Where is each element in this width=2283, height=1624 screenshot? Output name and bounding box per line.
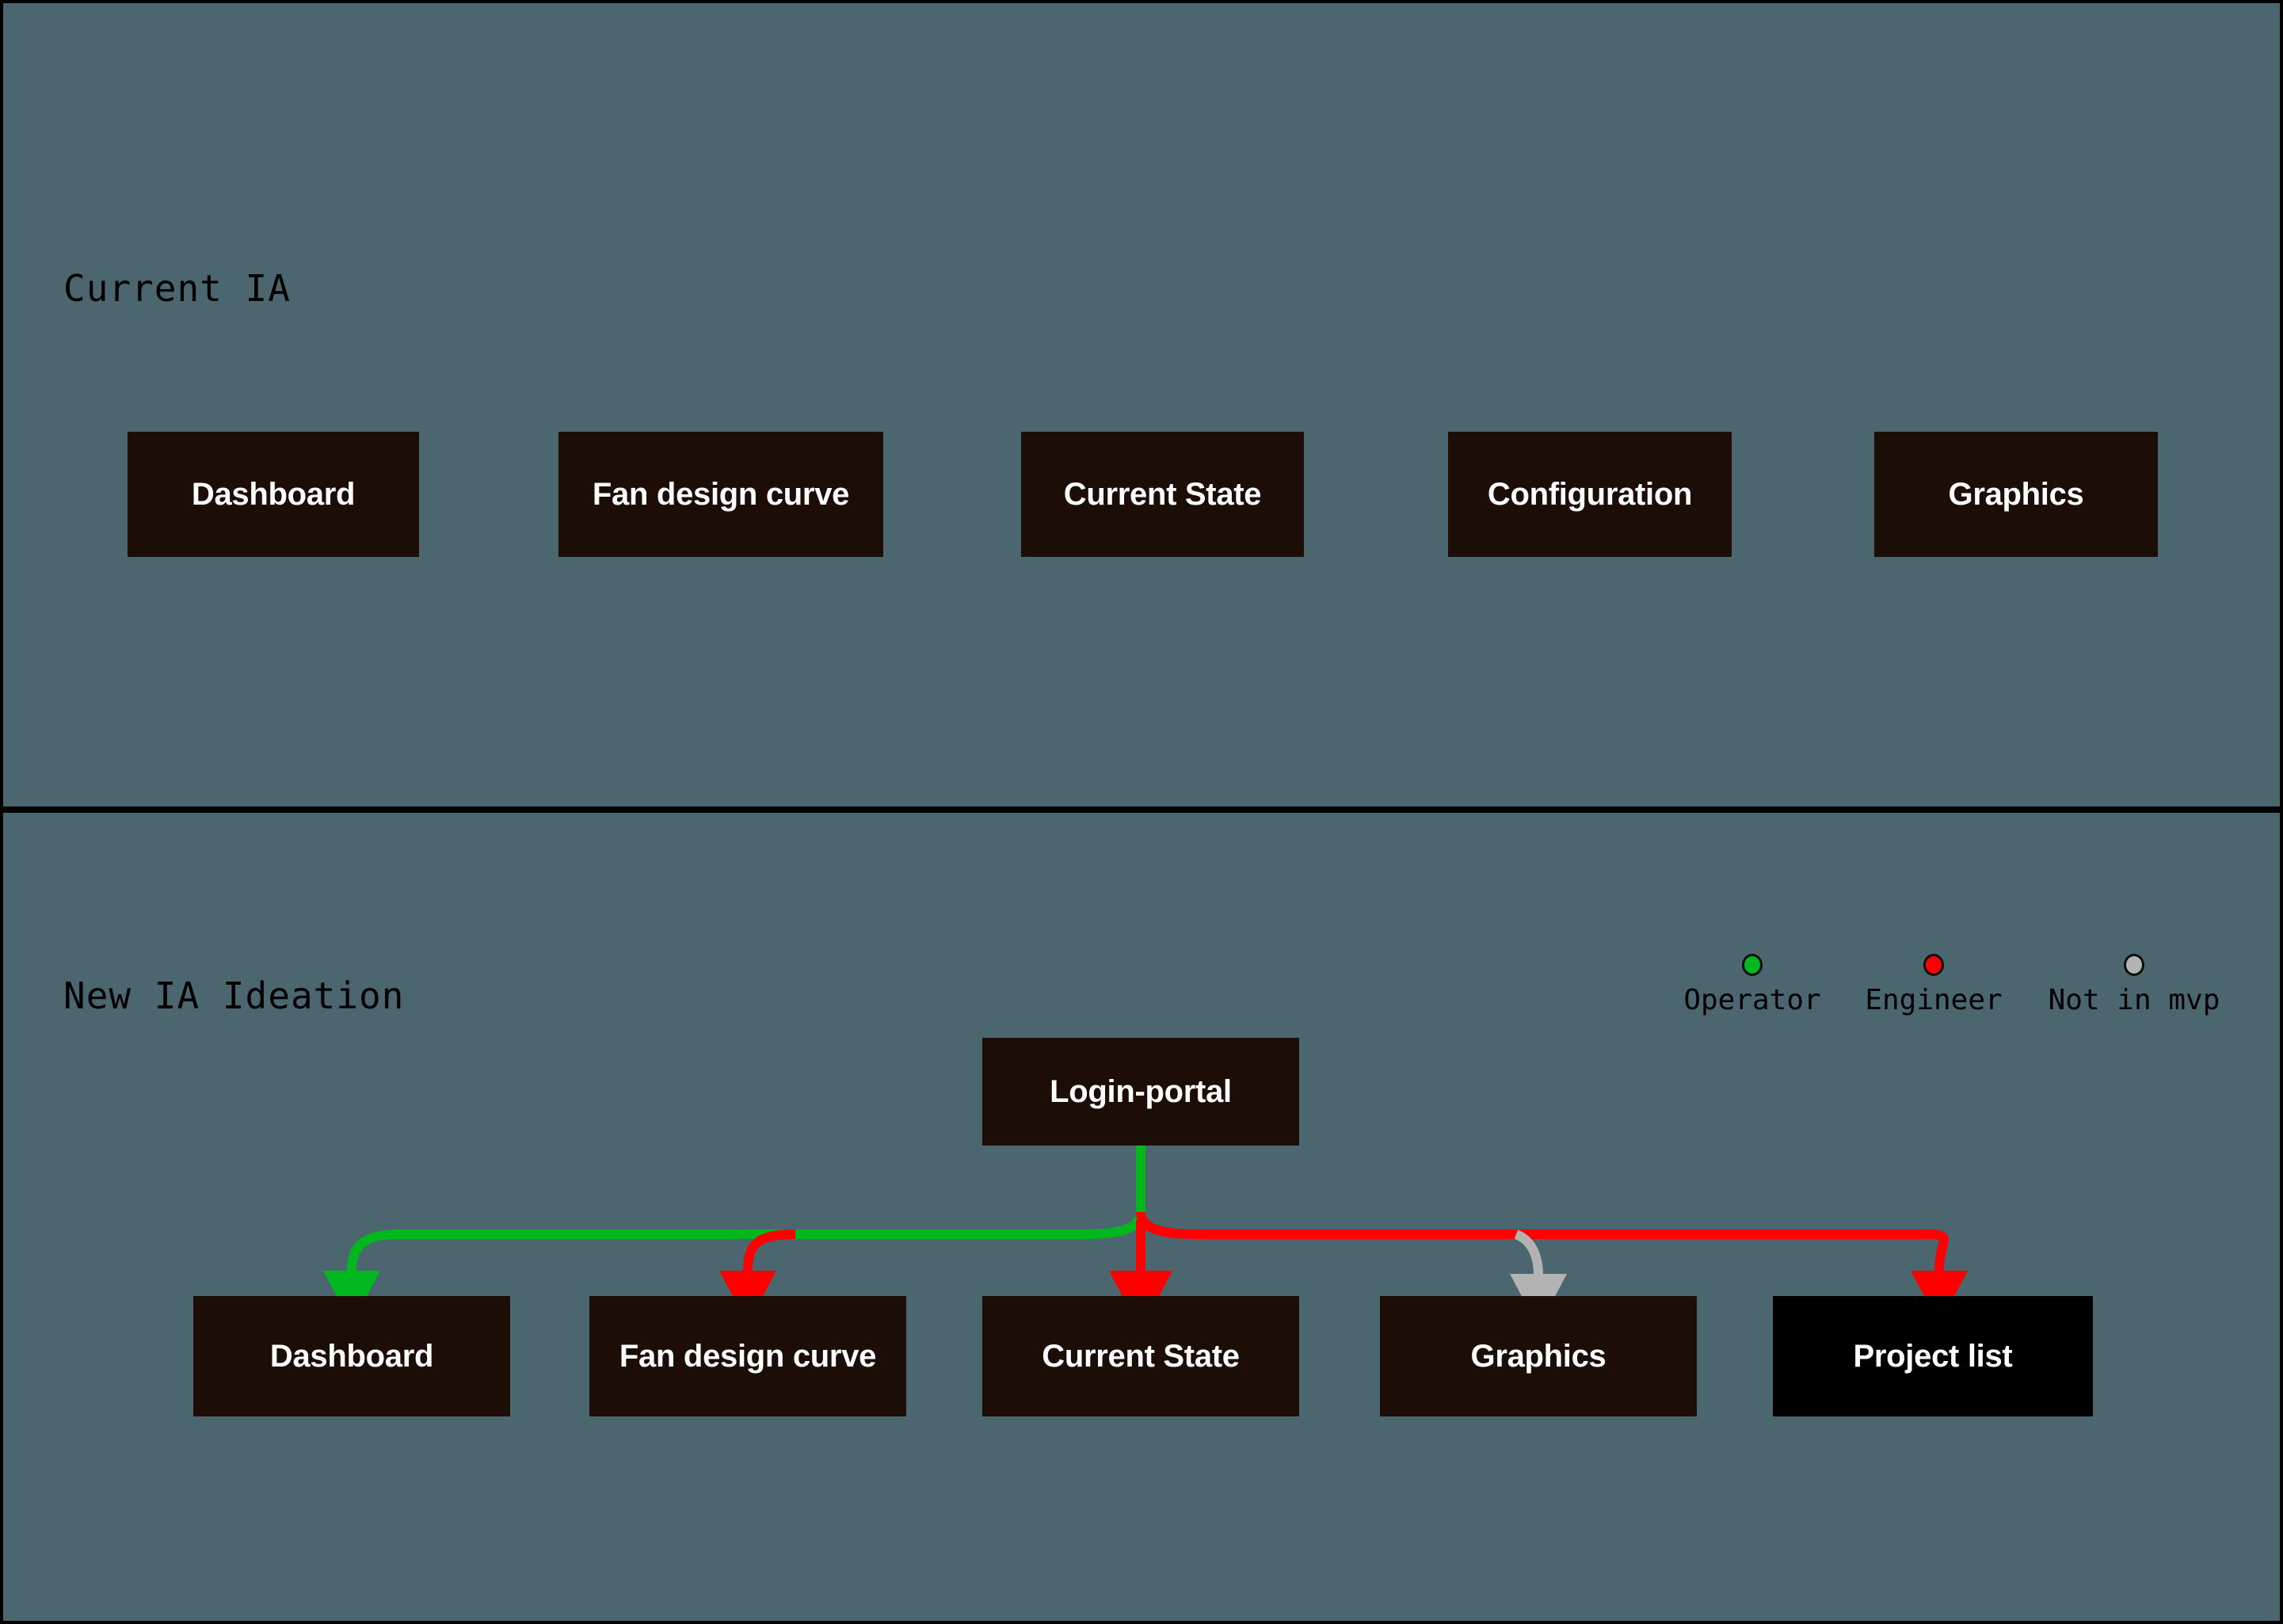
panel-current-ia: Current IA Dashboard Fan design curve Cu… (3, 3, 2280, 806)
page-title-current-ia: Current IA (63, 267, 291, 310)
node-label: Graphics (1470, 1339, 1606, 1374)
node-label: Login-portal (1050, 1074, 1232, 1109)
node-new-project-list[interactable]: Project list (1773, 1296, 2093, 1416)
node-label: Fan design curve (592, 477, 850, 512)
node-label: Graphics (1948, 477, 2084, 512)
node-current-fan-design-curve[interactable]: Fan design curve (558, 432, 883, 557)
engineer-dot-icon (1923, 954, 1944, 976)
edge-not-in-mvp-graphics (1514, 1229, 1543, 1299)
edge-operator-dashboard (347, 1211, 1145, 1296)
node-current-graphics[interactable]: Graphics (1874, 432, 2158, 557)
legend-label-engineer: Engineer (1865, 984, 2003, 1016)
node-current-configuration[interactable]: Configuration (1448, 432, 1732, 557)
node-label: Project list (1853, 1339, 2013, 1374)
legend-label-operator: Operator (1683, 984, 1821, 1016)
node-label: Fan design curve (619, 1339, 877, 1374)
legend-label-not-in-mvp: Not in mvp (2048, 984, 2220, 1016)
edge-engineer-fan-design-curve (743, 1229, 796, 1296)
node-new-graphics[interactable]: Graphics (1380, 1296, 1697, 1416)
panel-new-ia-ideation: New IA Ideation Operator Engineer Not in… (3, 813, 2280, 1621)
node-new-fan-design-curve[interactable]: Fan design curve (589, 1296, 906, 1416)
not-in-mvp-dot-icon (2124, 954, 2144, 976)
node-new-dashboard[interactable]: Dashboard (193, 1296, 510, 1416)
page-title-new-ia-ideation: New IA Ideation (63, 974, 405, 1017)
edge-engineer-project-list (1136, 1211, 1949, 1296)
node-label: Current State (1042, 1339, 1240, 1374)
node-new-current-state[interactable]: Current State (982, 1296, 1299, 1416)
node-label: Current State (1063, 477, 1262, 512)
node-current-current-state[interactable]: Current State (1021, 432, 1304, 557)
operator-dot-icon (1742, 954, 1763, 976)
node-current-dashboard[interactable]: Dashboard (128, 432, 419, 557)
node-label: Dashboard (269, 1339, 434, 1374)
node-label: Configuration (1487, 477, 1693, 512)
node-label: Dashboard (191, 477, 356, 512)
node-login-portal[interactable]: Login-portal (982, 1038, 1299, 1146)
edge-connectors (323, 1124, 1968, 1331)
